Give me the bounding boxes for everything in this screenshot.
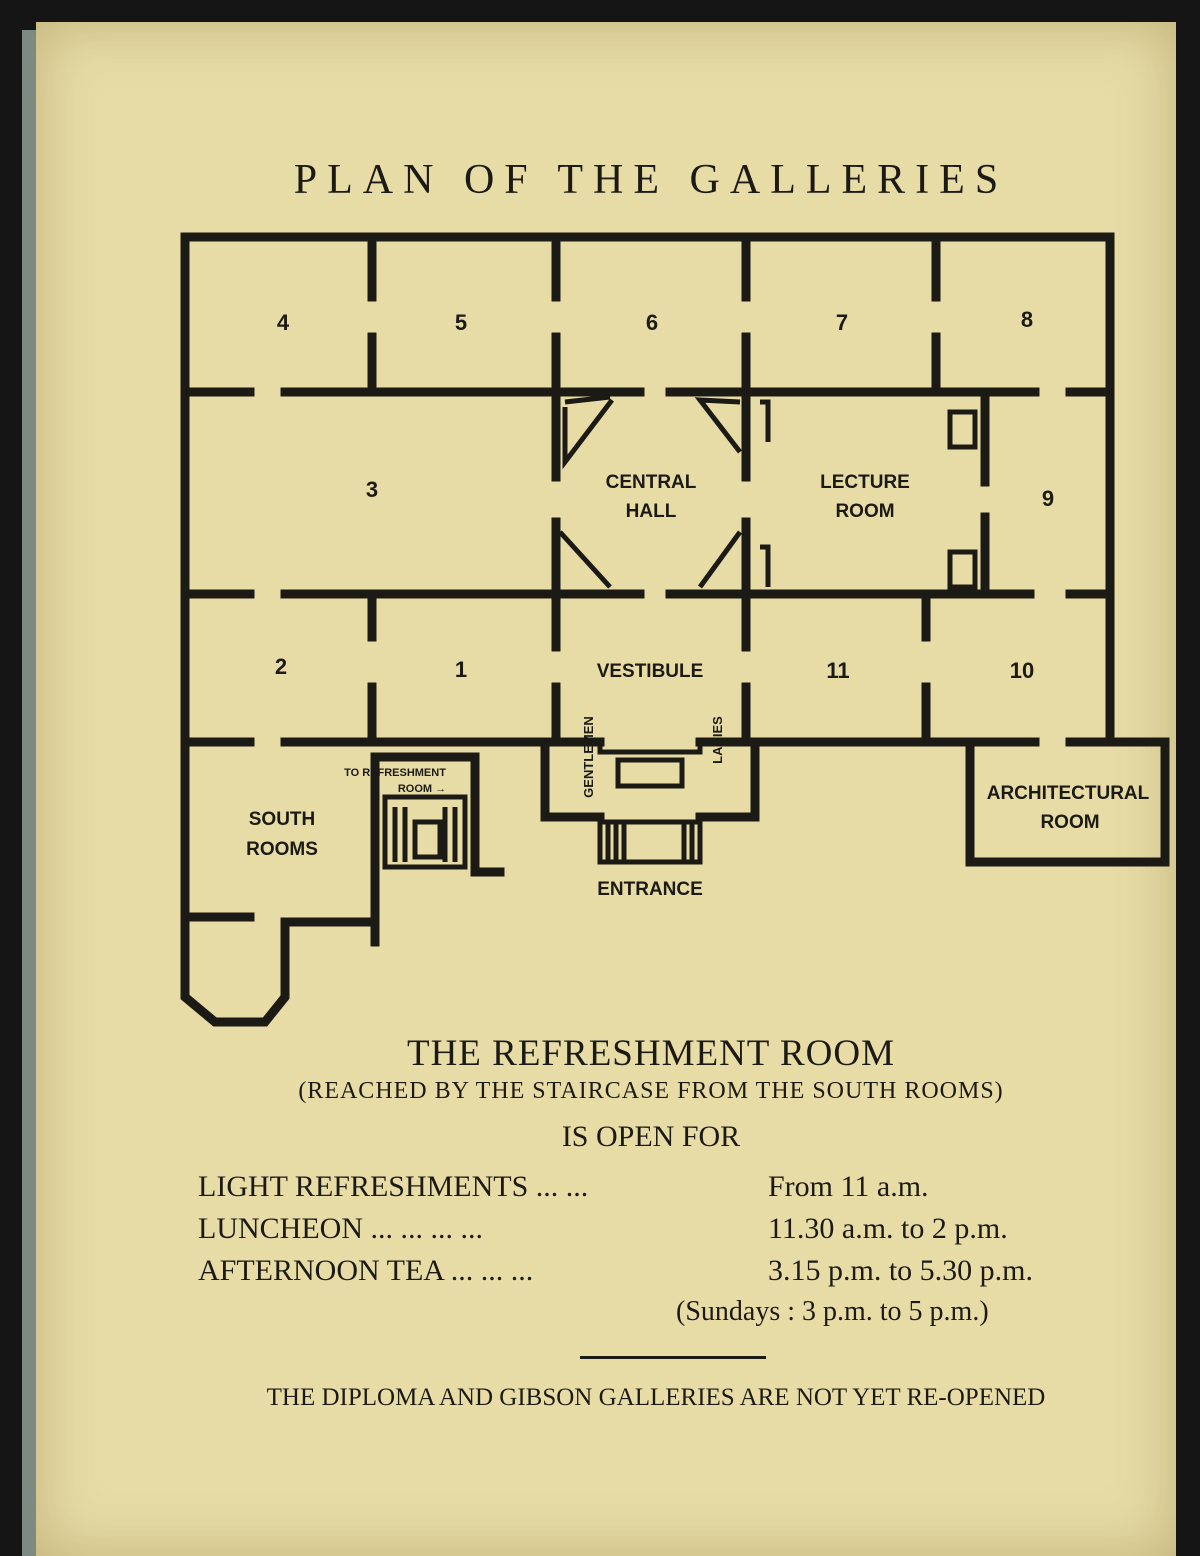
room-number-8: 8 <box>1021 307 1033 332</box>
entrance-label: ENTRANCE <box>597 879 703 900</box>
central-hall-label-2: HALL <box>626 501 677 522</box>
plan-walls <box>180 232 1170 1027</box>
vestibule-label: VESTIBULE <box>597 661 704 682</box>
room-number-7: 7 <box>836 310 848 335</box>
south-rooms-label-1: SOUTH <box>249 809 316 830</box>
gallery-floor-plan: 4 5 6 7 8 3 9 2 1 11 10 CENTRAL HALL LEC… <box>180 232 1170 1027</box>
room-number-6: 6 <box>646 310 658 335</box>
room-number-9: 9 <box>1042 486 1054 511</box>
hours-time: From 11 a.m. <box>768 1170 929 1203</box>
open-for-heading: IS OPEN FOR <box>561 1120 741 1153</box>
room-number-4: 4 <box>277 310 290 335</box>
to-refreshment-label-1: TO REFRESHMENT <box>344 767 446 779</box>
room-number-2: 2 <box>275 654 287 679</box>
page-title: PLAN OF THE GALLERIES <box>293 157 1009 203</box>
gentlemen-label: GENTLEMEN <box>581 716 596 798</box>
sundays-hours: (Sundays : 3 p.m. to 5 p.m.) <box>676 1296 989 1327</box>
architectural-room-label-2: ROOM <box>1040 812 1099 833</box>
galleries-notice: THE DIPLOMA AND GIBSON GALLERIES ARE NOT… <box>266 1384 1046 1411</box>
hours-row-light-refreshments: LIGHT REFRESHMENTS ... ... From 11 a.m. <box>198 1170 1118 1210</box>
divider-rule <box>580 1356 766 1359</box>
hours-row-afternoon-tea: AFTERNOON TEA ... ... ... 3.15 p.m. to 5… <box>198 1254 1118 1294</box>
lecture-room-label-2: ROOM <box>835 501 894 522</box>
hours-time: 3.15 p.m. to 5.30 p.m. <box>768 1254 1034 1287</box>
room-number-3: 3 <box>366 477 378 502</box>
room-number-11: 11 <box>826 658 849 683</box>
lecture-room-label-1: LECTURE <box>820 472 910 493</box>
refreshment-subtitle: (REACHED BY THE STAIRCASE FROM THE SOUTH… <box>298 1078 1004 1104</box>
to-refreshment-label-2: ROOM → <box>398 783 446 795</box>
hours-item: AFTERNOON TEA ... ... ... <box>198 1254 534 1287</box>
south-rooms-label-2: ROOMS <box>246 839 318 860</box>
hours-time: 11.30 a.m. to 2 p.m. <box>768 1212 1008 1245</box>
hours-item: LUNCHEON ... ... ... ... <box>198 1212 483 1245</box>
room-number-1: 1 <box>455 657 467 682</box>
central-hall-label-1: CENTRAL <box>606 472 697 493</box>
architectural-room-label-1: ARCHITECTURAL <box>987 783 1150 804</box>
booklet-page: PLAN OF THE GALLERIES <box>36 22 1176 1556</box>
ladies-label: LADIES <box>710 716 725 764</box>
refreshment-title: THE REFRESHMENT ROOM <box>406 1033 896 1074</box>
hours-item: LIGHT REFRESHMENTS ... ... <box>198 1170 589 1203</box>
room-number-5: 5 <box>455 310 467 335</box>
hours-row-luncheon: LUNCHEON ... ... ... ... 11.30 a.m. to 2… <box>198 1212 1118 1252</box>
room-number-10: 10 <box>1010 658 1034 683</box>
plan-details <box>382 394 978 870</box>
